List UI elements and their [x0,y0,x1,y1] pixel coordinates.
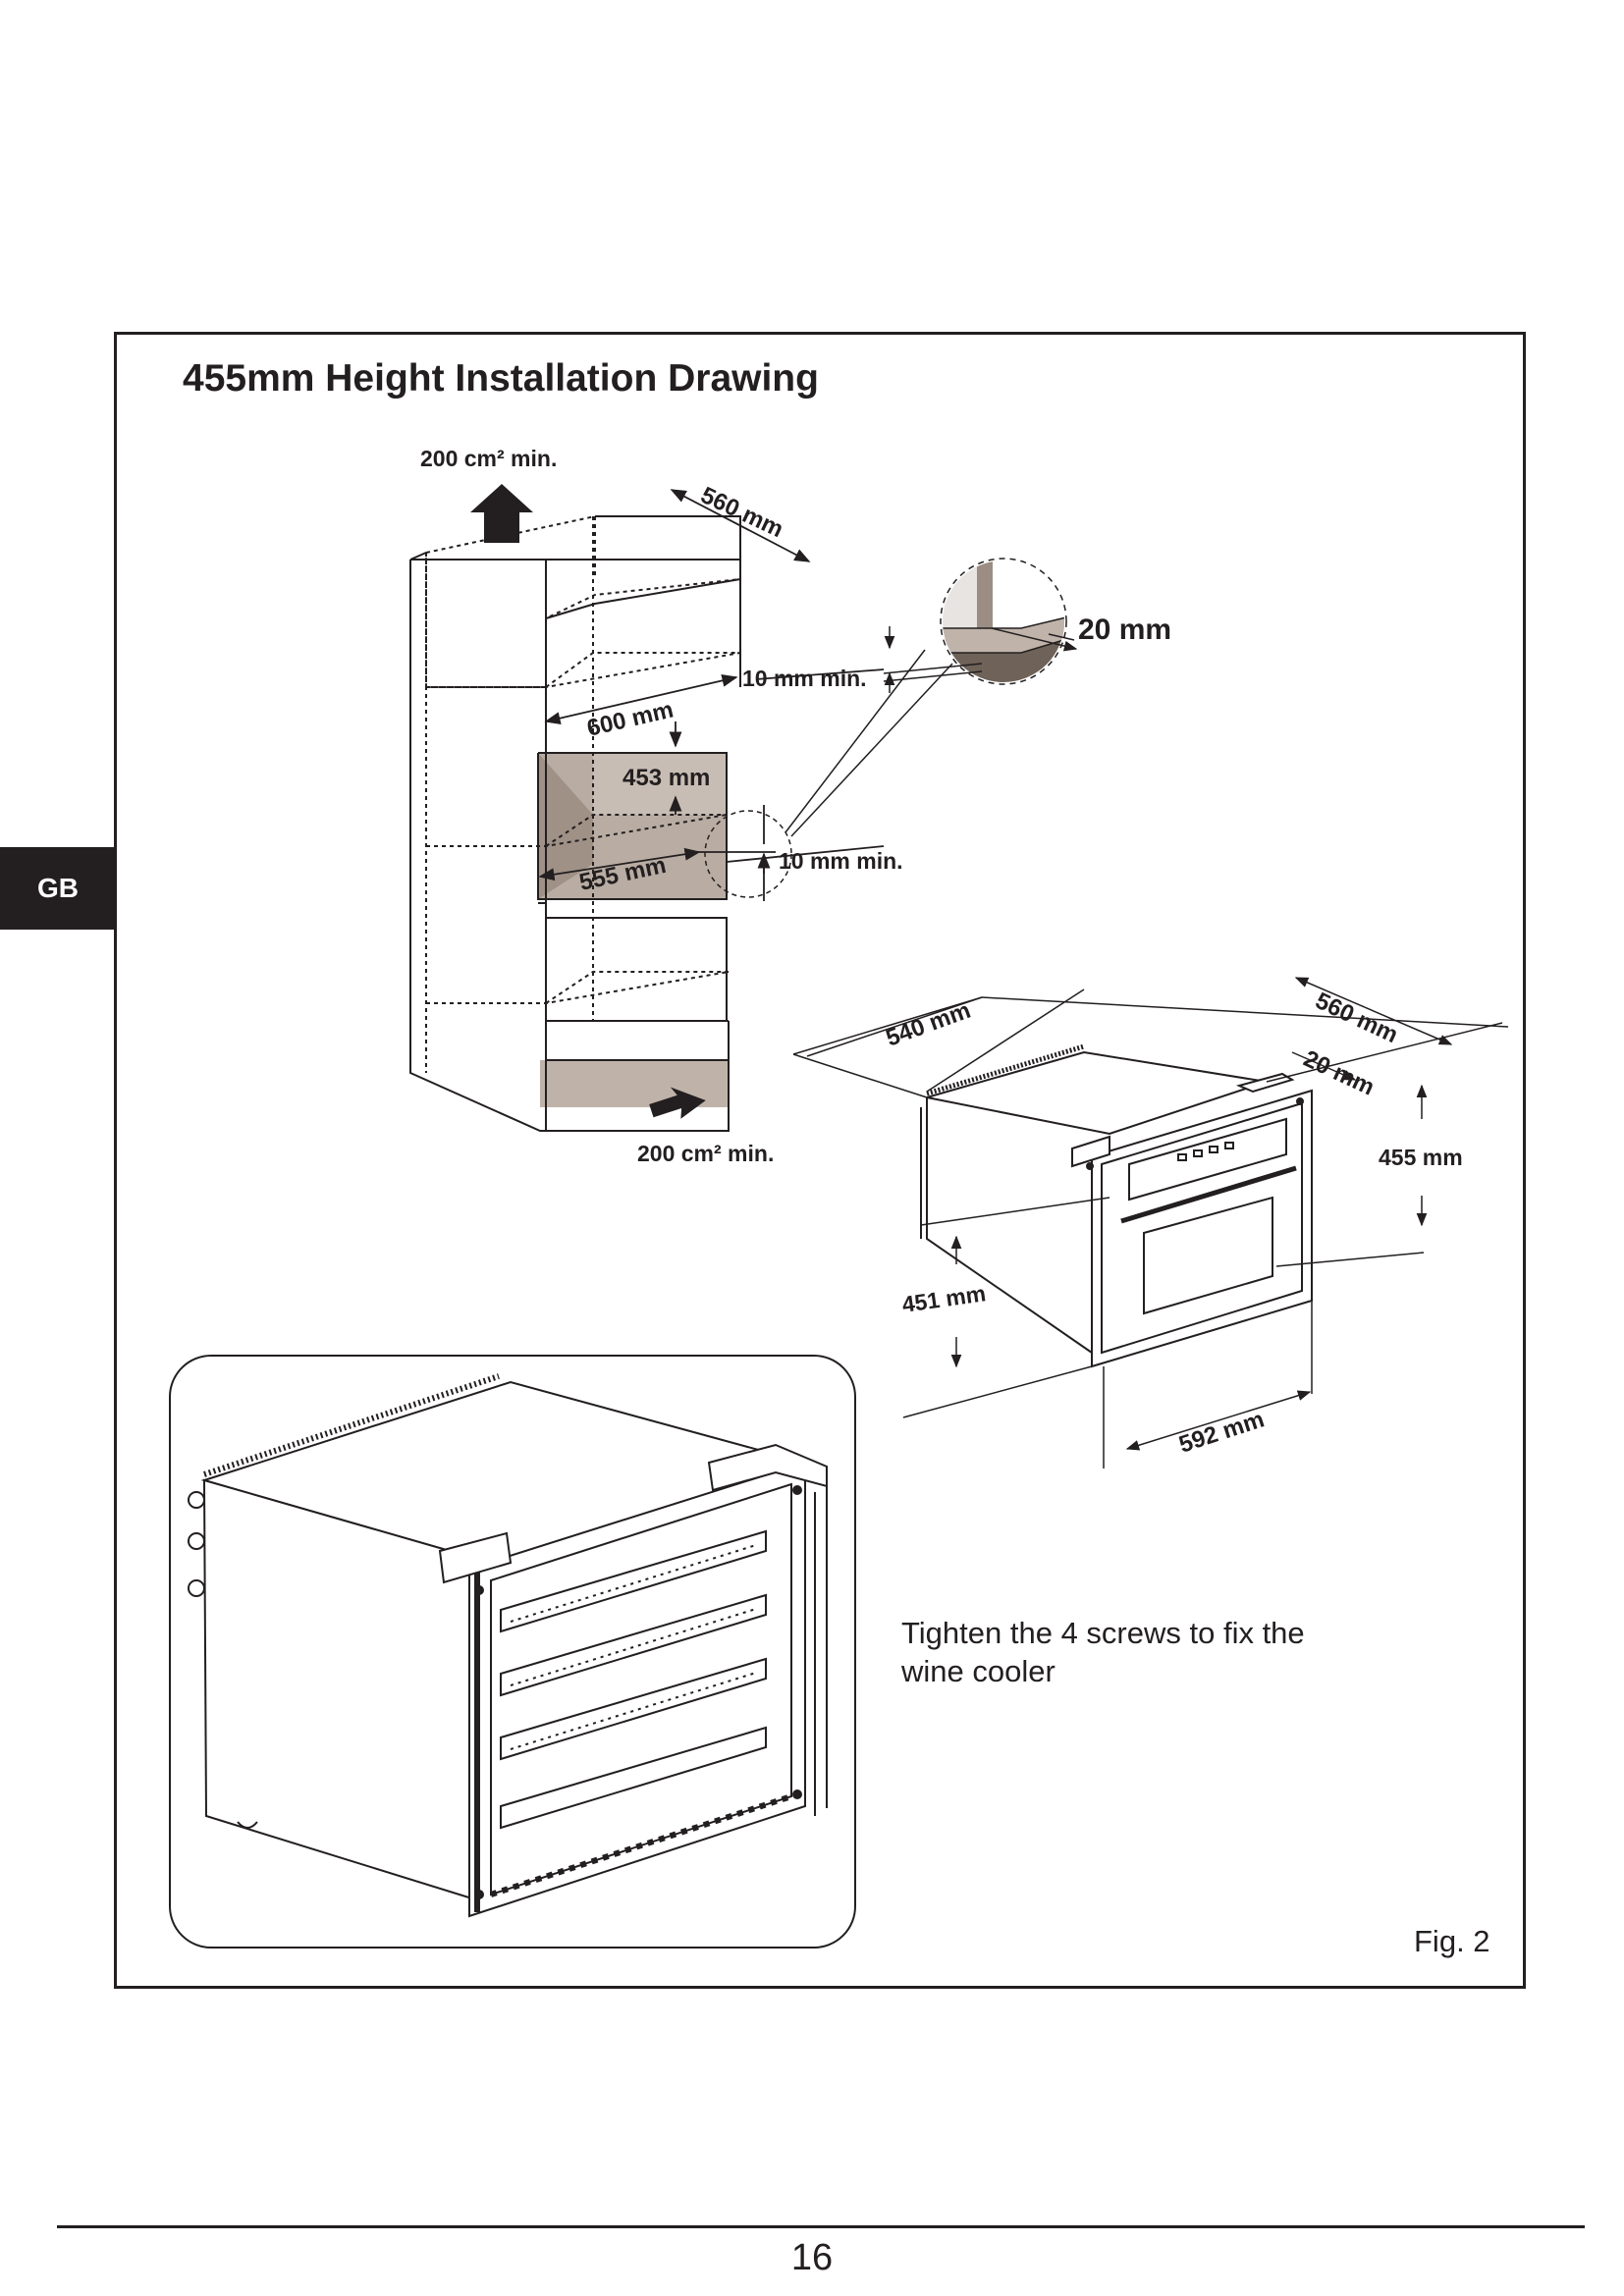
page-number: 16 [790,2237,834,2278]
label-appliance-height: 455 mm [1379,1145,1463,1170]
figure-label: Fig. 2 [1414,1924,1490,1958]
label-appliance-body-height: 451 mm [900,1280,987,1317]
label-cabinet-width: 600 mm [584,696,676,741]
label-gap-top: 10 mm min. [742,666,867,691]
label-cabinet-depth: 560 mm [696,482,786,543]
appliance-dimension-lines [792,977,1509,1468]
instruction-text: Tighten the 4 screws to fix the wine coo… [901,1616,1305,1688]
label-appliance-width: 592 mm [1176,1406,1268,1458]
detail-callout [704,558,1067,898]
label-vent-top: 200 cm² min. [420,446,557,471]
cabinet-diagram [409,515,741,1132]
label-gap-bottom: 10 mm min. [779,848,903,874]
label-niche-height: 453 mm [623,765,710,791]
figure-frame [114,332,1526,1989]
vent-arrow-in [649,1087,706,1119]
page-title: 455mm Height Installation Drawing [183,357,819,400]
language-tab: GB [0,847,116,930]
control-panel-icons [1177,1142,1234,1161]
label-detail-offset: 20 mm [1078,614,1171,646]
cabinet-dimension-lines [538,489,885,901]
wine-cooler-illustration [188,1373,828,1918]
label-vent-bottom: 200 cm² min. [637,1141,774,1166]
label-appliance-total-depth: 560 mm [1311,988,1401,1048]
label-appliance-depth: 540 mm [883,997,974,1052]
footer-rule [57,2225,1585,2228]
appliance-diagram [920,1043,1313,1368]
vent-arrow-up [470,484,533,543]
detail-zoom [883,561,1078,693]
